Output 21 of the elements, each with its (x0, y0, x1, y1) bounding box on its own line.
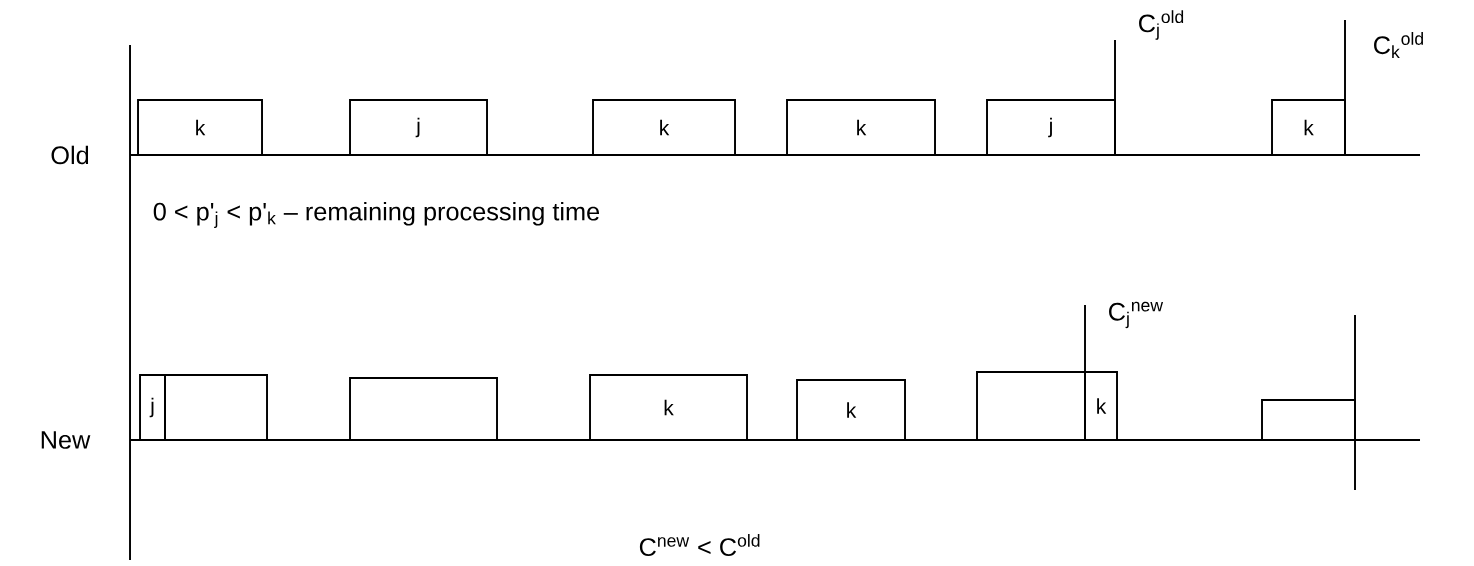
job-box: k (592, 99, 736, 156)
job-box: k (589, 374, 748, 441)
row-label: New (41, 431, 91, 449)
job-box: k (1271, 99, 1346, 156)
comparison-text: C$^{new}$ < C$^{old}$ (639, 533, 760, 557)
row-label: Old (51, 145, 89, 165)
job-box: k (796, 379, 906, 441)
note-text: 0 < p'$_{j}$ < p'$_{k}$ – remaining processing time (153, 202, 600, 228)
empty-job-box (164, 374, 268, 441)
completion-time-label: C$_{k}$old (1374, 32, 1423, 58)
job-box: j (986, 99, 1116, 156)
job-box: j (349, 99, 488, 156)
empty-job-box (1261, 399, 1356, 441)
job-box: k (786, 99, 936, 156)
empty-job-box (349, 377, 498, 441)
completion-time-label: C$_{j}$new (1109, 301, 1164, 329)
empty-job-box (976, 371, 1086, 441)
job-box: j (139, 374, 166, 441)
job-box: k (1084, 371, 1118, 441)
job-box: k (137, 99, 263, 156)
completion-time-label: C$_{j}$old (1139, 10, 1184, 40)
